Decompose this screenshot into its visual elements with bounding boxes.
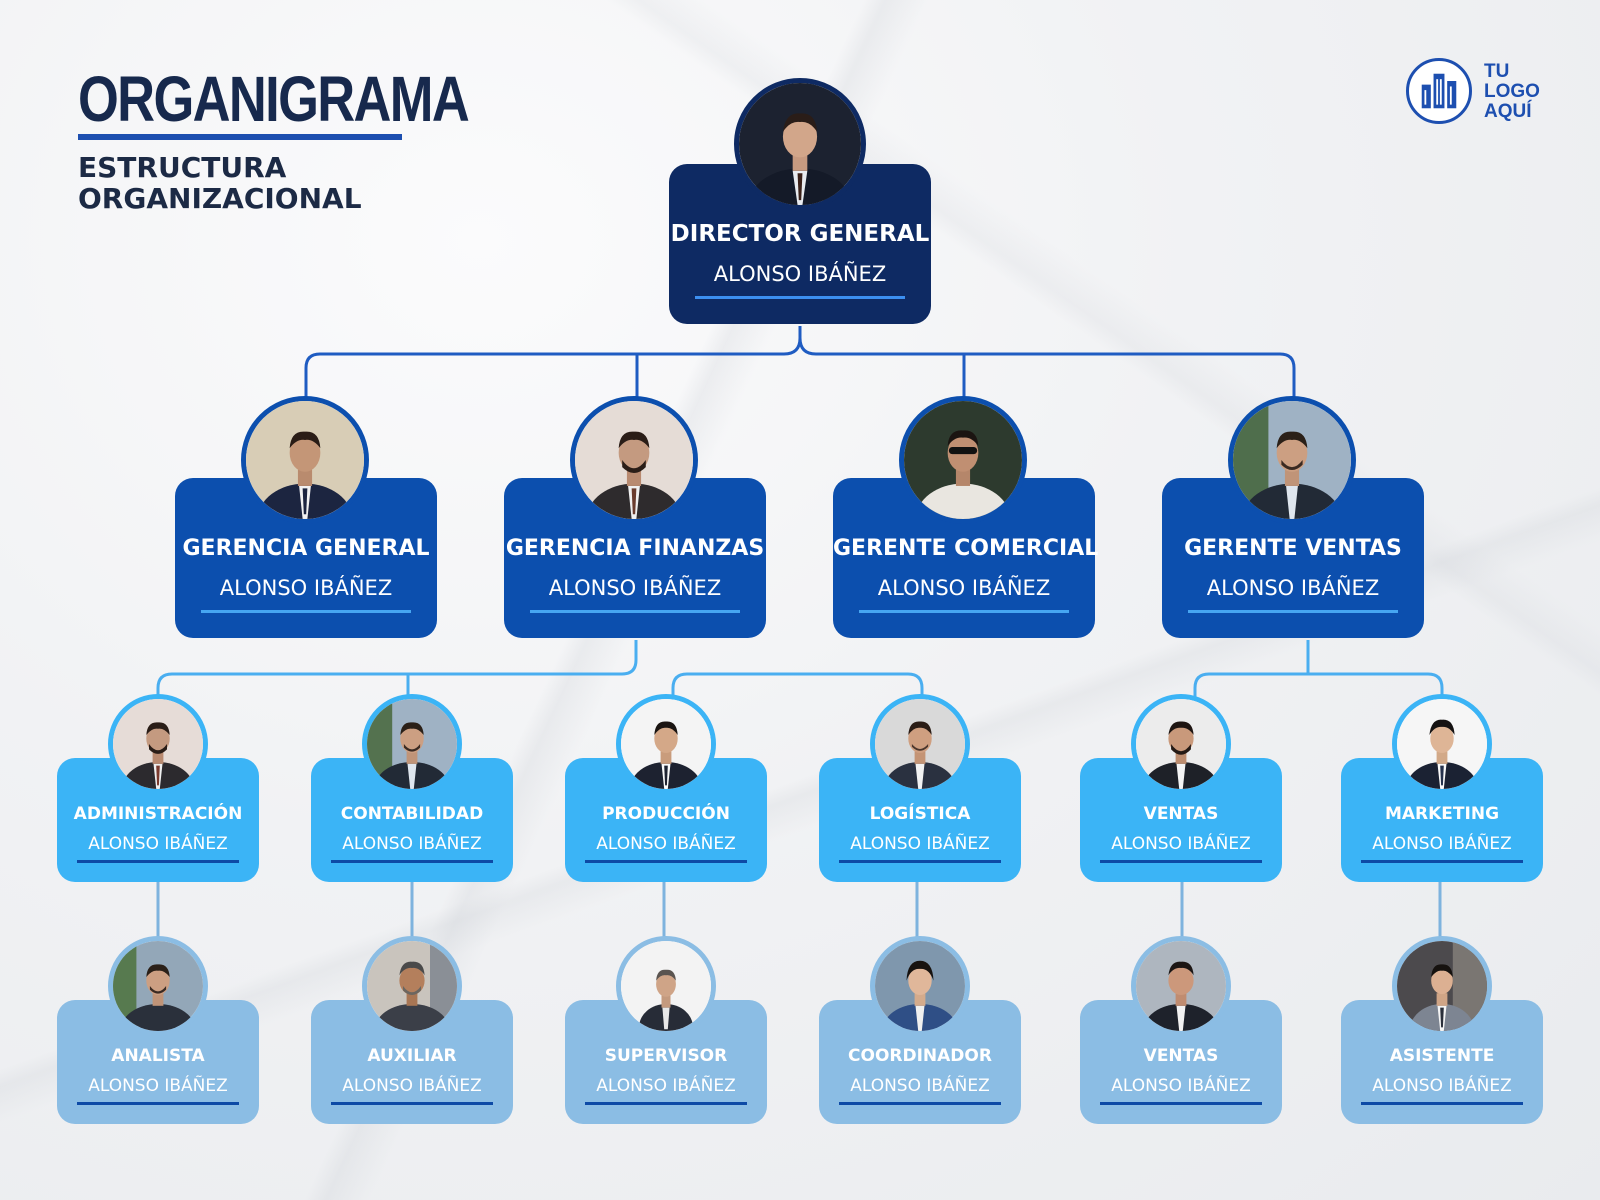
role-label: COORDINADOR bbox=[848, 1046, 992, 1066]
role-label: LOGÍSTICA bbox=[869, 804, 971, 824]
card-underline bbox=[1100, 860, 1262, 863]
person-name: ALONSO IBÁÑEZ bbox=[1372, 1076, 1512, 1096]
person-photo-icon bbox=[108, 936, 208, 1036]
person-photo-icon bbox=[870, 936, 970, 1036]
role-label: GERENTE COMERCIAL bbox=[833, 536, 1099, 561]
person-photo-icon bbox=[1228, 396, 1356, 524]
connector-finanzas-departments bbox=[156, 640, 638, 700]
card-underline bbox=[1361, 1102, 1523, 1105]
org-card: GERENTE VENTAS ALONSO IBÁÑEZ bbox=[1162, 478, 1424, 638]
card-underline bbox=[695, 296, 905, 299]
role-label: MARKETING bbox=[1384, 804, 1500, 824]
role-label: GERENCIA FINANZAS bbox=[505, 536, 765, 561]
person-name: ALONSO IBÁÑEZ bbox=[342, 834, 482, 854]
card-underline bbox=[1100, 1102, 1262, 1105]
role-label: PRODUCCIÓN bbox=[602, 804, 730, 824]
role-label: VENTAS bbox=[1143, 1046, 1219, 1066]
person-photo-icon bbox=[241, 396, 369, 524]
person-photo-icon bbox=[570, 396, 698, 524]
person-name: ALONSO IBÁÑEZ bbox=[88, 1076, 228, 1096]
org-card: COORDINADOR ALONSO IBÁÑEZ bbox=[819, 1000, 1021, 1124]
person-photo-icon bbox=[108, 694, 208, 794]
person-photo-icon bbox=[616, 936, 716, 1036]
card-underline bbox=[77, 860, 239, 863]
person-photo-icon bbox=[1392, 936, 1492, 1036]
card-underline bbox=[530, 610, 740, 613]
card-underline bbox=[839, 1102, 1001, 1105]
role-label: DIRECTOR GENERAL bbox=[670, 221, 930, 247]
logo-line: TU bbox=[1484, 61, 1510, 82]
person-name: ALONSO IBÁÑEZ bbox=[219, 576, 393, 600]
page-title: ORGANIGRAMA bbox=[78, 63, 470, 135]
person-name: ALONSO IBÁÑEZ bbox=[1111, 1076, 1251, 1096]
role-label: ANALISTA bbox=[111, 1046, 205, 1066]
person-name: ALONSO IBÁÑEZ bbox=[548, 576, 722, 600]
person-photo-icon bbox=[899, 396, 1027, 524]
person-photo-icon bbox=[870, 694, 970, 794]
person-photo-icon bbox=[1392, 694, 1492, 794]
person-photo-icon bbox=[616, 694, 716, 794]
connector-director-managers bbox=[304, 326, 1296, 400]
person-name: ALONSO IBÁÑEZ bbox=[88, 834, 228, 854]
role-label: AUXILIAR bbox=[367, 1046, 457, 1066]
person-name: ALONSO IBÁÑEZ bbox=[596, 1076, 736, 1096]
person-name: ALONSO IBÁÑEZ bbox=[1111, 834, 1251, 854]
card-underline bbox=[77, 1102, 239, 1105]
person-name: ALONSO IBÁÑEZ bbox=[850, 1076, 990, 1096]
person-name: ALONSO IBÁÑEZ bbox=[713, 262, 887, 286]
connector-ventas-departments bbox=[1193, 640, 1444, 700]
card-underline bbox=[859, 610, 1069, 613]
card-underline bbox=[331, 860, 493, 863]
role-label: ASISTENTE bbox=[1389, 1046, 1495, 1066]
person-name: ALONSO IBÁÑEZ bbox=[1206, 576, 1380, 600]
card-underline bbox=[1188, 610, 1398, 613]
card-underline bbox=[1361, 860, 1523, 863]
card-underline bbox=[585, 1102, 747, 1105]
logo-line: AQUÍ bbox=[1484, 101, 1532, 122]
logo-text: TU LOGO AQUÍ bbox=[1484, 62, 1554, 122]
role-label: VENTAS bbox=[1143, 804, 1219, 824]
person-photo-icon bbox=[362, 694, 462, 794]
page-subtitle: ESTRUCTURA ORGANIZACIONAL bbox=[78, 151, 362, 215]
role-label: ADMINISTRACIÓN bbox=[73, 804, 243, 824]
person-name: ALONSO IBÁÑEZ bbox=[1372, 834, 1512, 854]
person-photo-icon bbox=[362, 936, 462, 1036]
role-label: GERENCIA GENERAL bbox=[182, 536, 430, 561]
role-label: GERENTE VENTAS bbox=[1184, 536, 1402, 561]
logo: TU LOGO AQUÍ bbox=[1406, 58, 1546, 130]
connector-dept-staff bbox=[156, 882, 1442, 940]
person-photo-icon bbox=[1131, 694, 1231, 794]
logo-line: LOGO bbox=[1484, 81, 1540, 102]
card-underline bbox=[585, 860, 747, 863]
person-name: ALONSO IBÁÑEZ bbox=[850, 834, 990, 854]
building-icon bbox=[1406, 58, 1472, 124]
card-underline bbox=[201, 610, 411, 613]
person-name: ALONSO IBÁÑEZ bbox=[342, 1076, 482, 1096]
role-label: CONTABILIDAD bbox=[340, 804, 484, 824]
role-label: SUPERVISOR bbox=[604, 1046, 728, 1066]
connector-finanzas-production bbox=[671, 672, 924, 700]
title-underline bbox=[78, 134, 402, 140]
person-photo-icon bbox=[1131, 936, 1231, 1036]
person-photo-icon bbox=[734, 78, 866, 210]
card-underline bbox=[839, 860, 1001, 863]
card-underline bbox=[331, 1102, 493, 1105]
org-card: GERENTE COMERCIAL ALONSO IBÁÑEZ bbox=[833, 478, 1099, 638]
person-name: ALONSO IBÁÑEZ bbox=[596, 834, 736, 854]
person-name: ALONSO IBÁÑEZ bbox=[877, 576, 1051, 600]
